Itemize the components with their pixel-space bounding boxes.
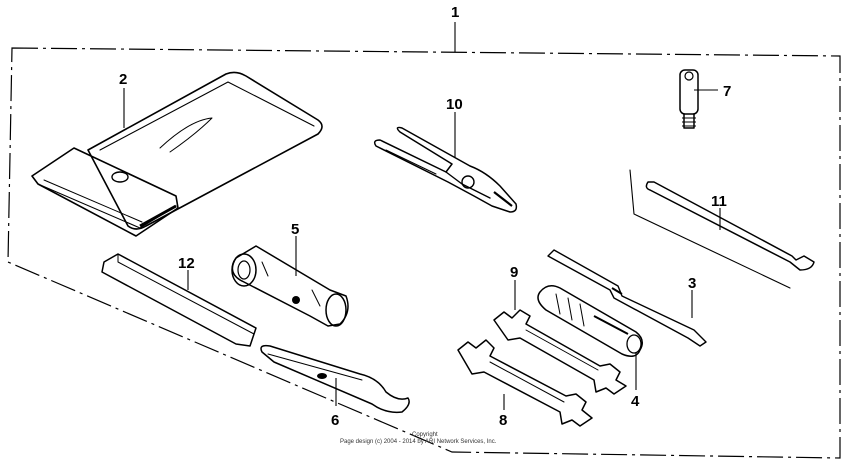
tool-bag-illustration [31,71,323,237]
handle-bar-illustration [101,253,257,347]
callout-1: 1 [451,4,459,21]
callout-6: 6 [331,412,339,429]
callout-2: 2 [119,71,127,88]
spark-plug-wrench-illustration [231,245,349,327]
screwdriver-illustration [547,249,707,347]
copyright-line-1: Copyright [412,432,438,438]
callout-10: 10 [446,96,463,113]
callout-4: 4 [631,393,640,410]
callout-12: 12 [178,255,195,272]
copyright-line-2: Page design (c) 2004 - 2014 by ARI Netwo… [340,439,497,445]
hex-wrench-illustration [679,69,699,129]
callout-5: 5 [291,221,299,238]
callout-11: 11 [711,193,727,210]
callout-7: 7 [723,83,731,100]
pliers-illustration [373,126,518,213]
callout-3: 3 [688,275,696,292]
callout-9: 9 [510,264,518,281]
extension-bar-illustration [629,169,815,289]
callout-8: 8 [499,412,507,429]
pin-spanner-illustration [260,344,410,414]
leader-lines [123,22,721,410]
screwdriver-grip-illustration [537,285,643,357]
open-end-wrench-small-illustration [493,309,627,395]
kit-frame [7,47,841,459]
open-end-wrench-large-illustration [457,339,593,427]
